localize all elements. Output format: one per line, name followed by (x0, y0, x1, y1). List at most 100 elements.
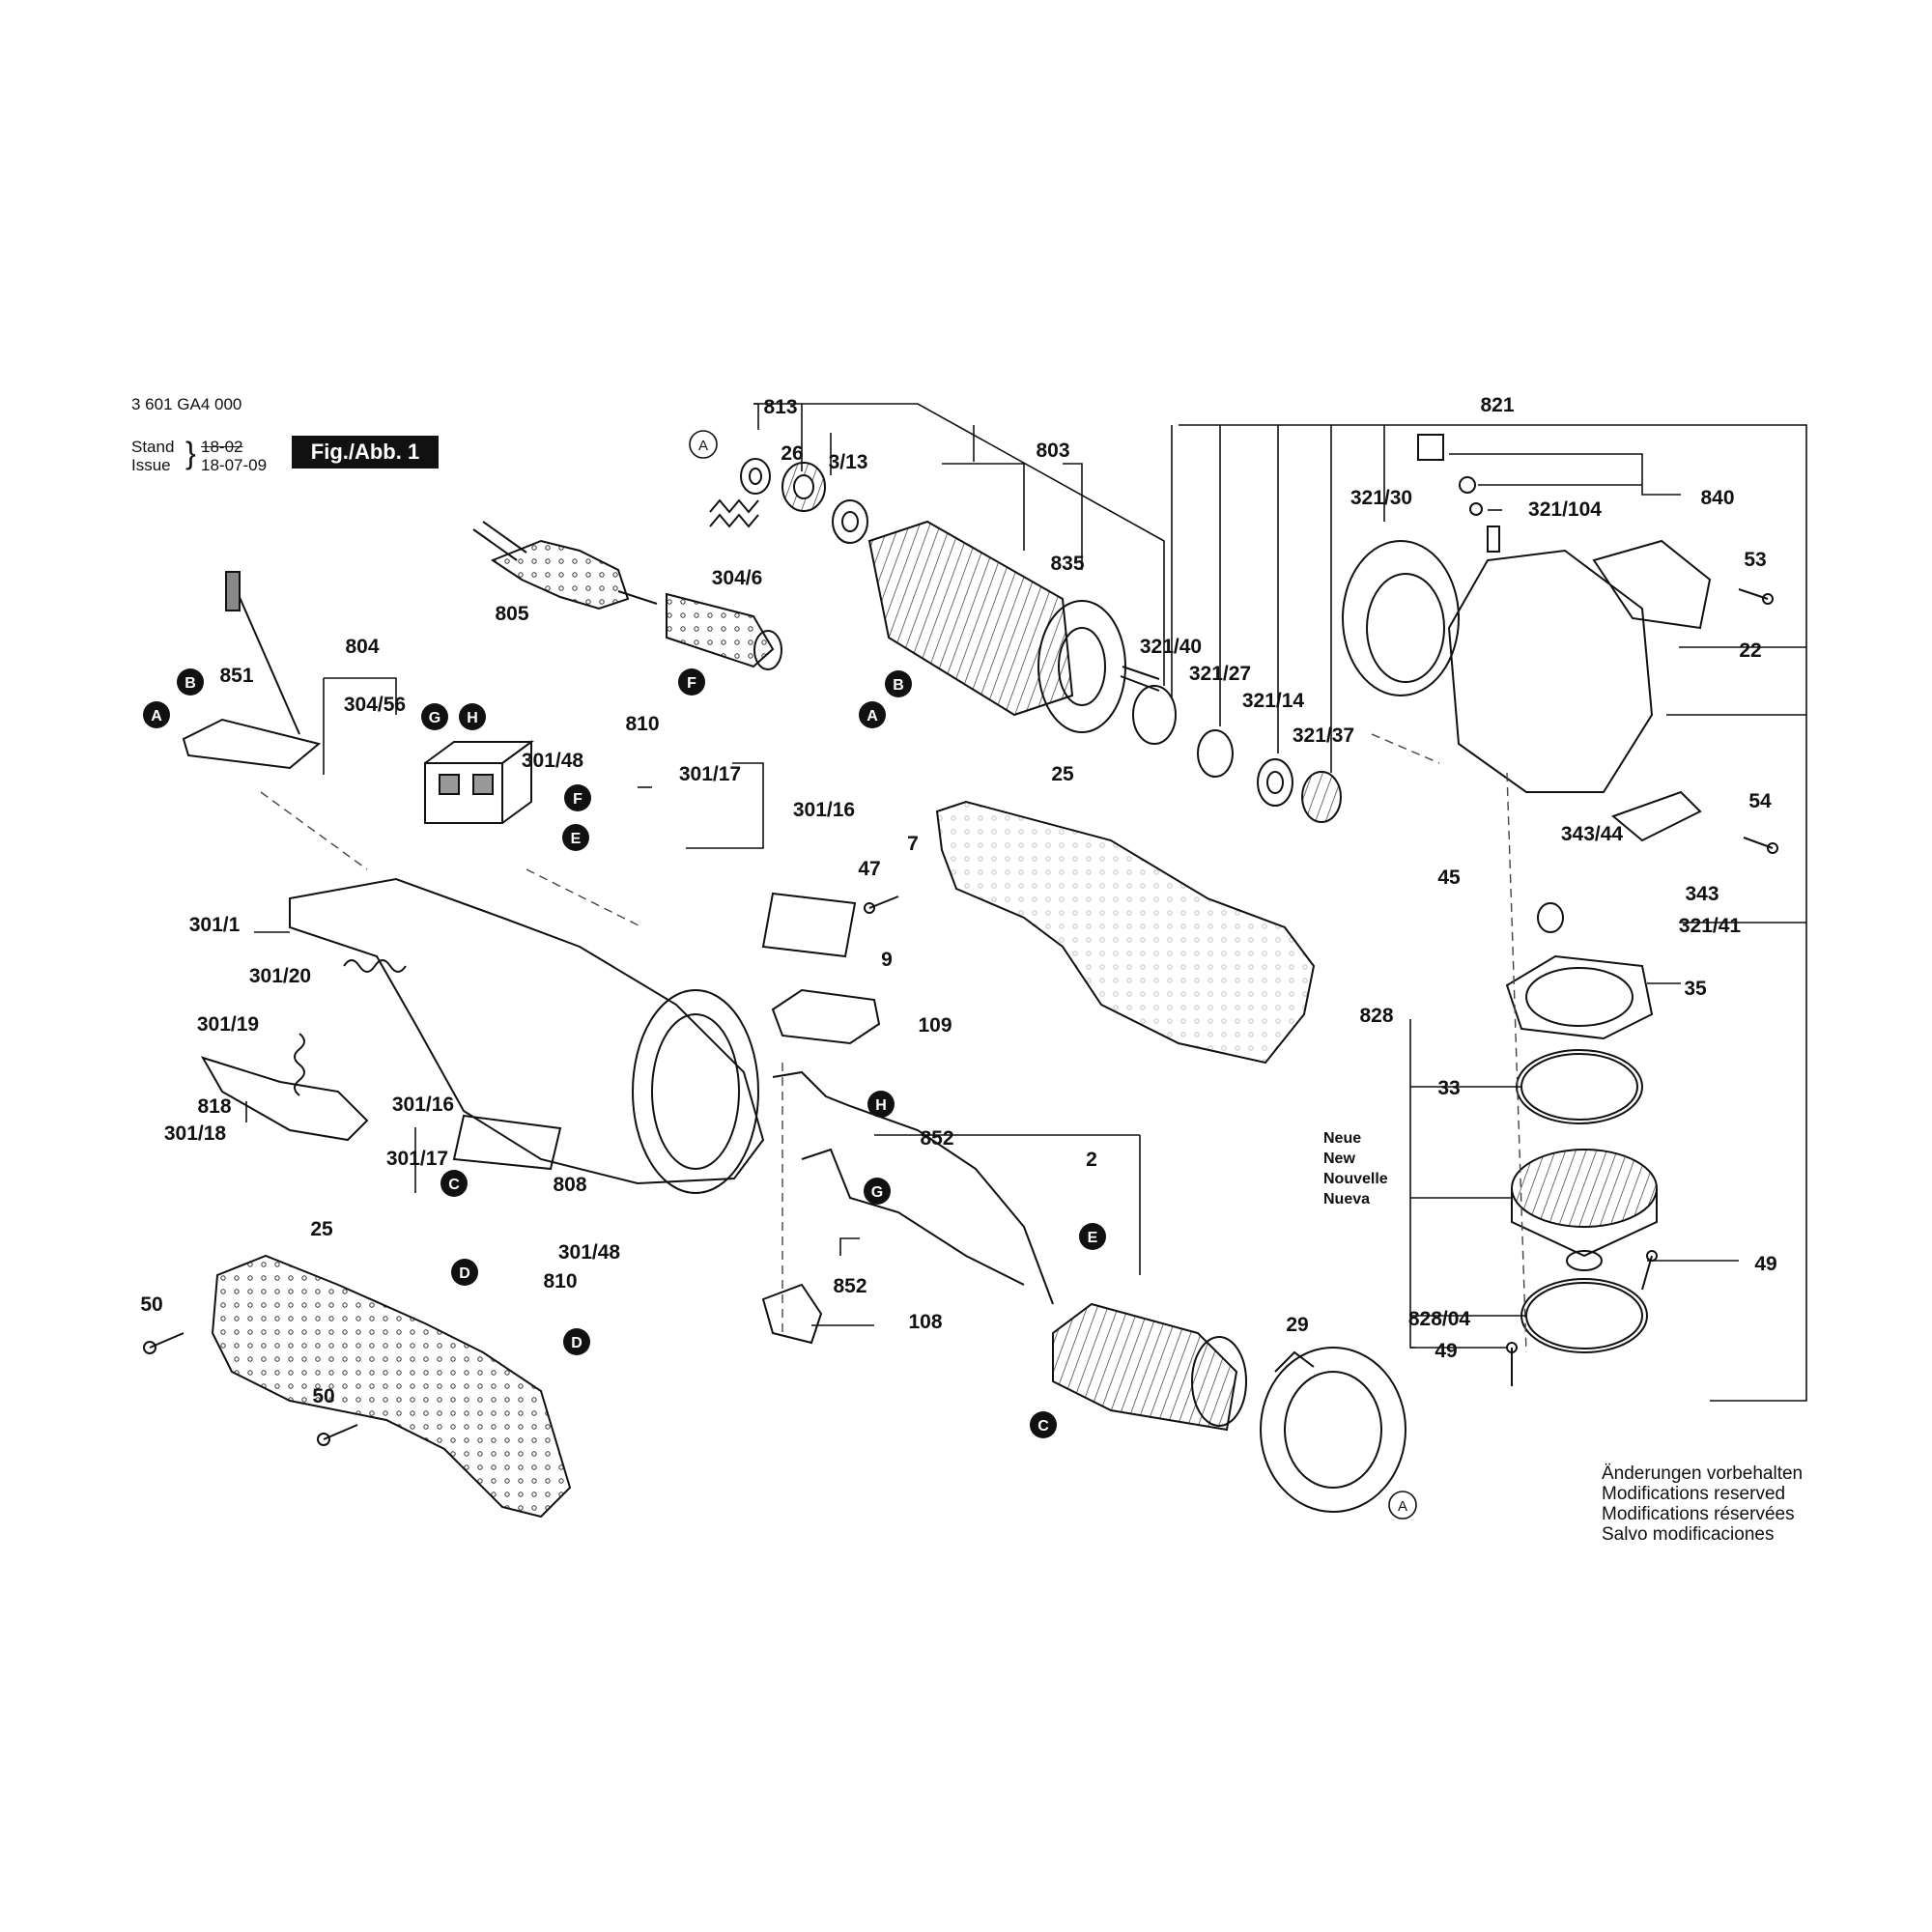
stand-label: Stand (131, 438, 175, 456)
o-ring-lower-part (1520, 1278, 1648, 1353)
connection-reference-markers: A B A B A G H F F E H C G (143, 430, 1417, 1520)
modifications-note: Änderungen vorbehalten Modifications res… (1602, 1463, 1803, 1545)
part-label: 321/41 (1679, 915, 1742, 937)
part-label: 109 (918, 1014, 952, 1037)
part-label: 321/104 (1528, 498, 1602, 521)
ref-letter: D (459, 1265, 470, 1282)
switch-lever-part (200, 1056, 369, 1142)
part-label: 29 (1286, 1314, 1308, 1336)
part-label: 301/18 (164, 1122, 227, 1145)
part-label: 301/17 (386, 1148, 448, 1170)
ref-letter: C (448, 1177, 460, 1193)
part-label: 852 (920, 1127, 953, 1150)
part-label: 47 (858, 858, 880, 880)
ref-letter: G (429, 710, 440, 726)
new-note-line: New (1323, 1151, 1355, 1167)
part-label: 301/17 (679, 763, 741, 785)
part-label: 852 (833, 1275, 867, 1297)
note-line: Modifications reserved (1602, 1484, 1786, 1504)
part-label: 851 (219, 665, 253, 687)
part-label: 35 (1684, 978, 1707, 1000)
part-label: 321/40 (1140, 636, 1202, 658)
part-label: 301/16 (793, 799, 855, 821)
part-label: 343/44 (1561, 823, 1624, 845)
stand-value: 18-02 (201, 438, 243, 456)
issue-value: 18-07-09 (201, 456, 268, 474)
gear-assembly-part (1511, 1149, 1658, 1271)
part-label: 301/1 (189, 914, 241, 936)
part-label: 803 (1036, 440, 1069, 462)
gear-housing-part (1447, 539, 1712, 793)
part-label: 840 (1700, 487, 1734, 509)
new-note-line: Nueva (1323, 1191, 1370, 1208)
part-label: 805 (495, 603, 528, 625)
ref-letter: F (573, 791, 582, 808)
part-label: 3/13 (829, 451, 868, 473)
part-label: 49 (1754, 1253, 1776, 1275)
switch-base-part (182, 571, 322, 770)
part-label: 301/48 (558, 1241, 621, 1264)
part-label: 7 (907, 833, 919, 855)
bearing-ring-parts (1132, 685, 1342, 823)
issue-label: Issue (131, 456, 171, 474)
part-label: 818 (197, 1095, 231, 1118)
part-label: 50 (312, 1385, 334, 1407)
part-label: 9 (881, 949, 893, 971)
brush-box-part (424, 740, 535, 824)
part-label: 49 (1435, 1340, 1457, 1362)
part-label: 54 (1748, 790, 1772, 812)
part-label: 25 (1051, 763, 1074, 785)
part-label: 828/04 (1408, 1308, 1471, 1330)
spindle-lock-button-parts (1417, 434, 1500, 553)
insulating-plate-part (452, 1114, 562, 1171)
part-label: 301/48 (522, 750, 584, 772)
cable-sleeve-part (666, 592, 782, 670)
ref-letter: D (571, 1335, 582, 1351)
part-label: 45 (1437, 867, 1461, 889)
model-number: 3 601 GA4 000 (131, 395, 242, 413)
power-plug-part (472, 521, 658, 611)
part-label: 810 (625, 713, 659, 735)
part-label: 804 (345, 636, 379, 658)
part-label: 304/56 (344, 694, 406, 716)
assembly-dash-lines (260, 733, 1527, 1353)
part-label: 321/30 (1350, 487, 1412, 509)
ref-letter: E (571, 831, 582, 847)
note-line: Salvo modificaciones (1602, 1524, 1775, 1545)
part-label: 22 (1739, 639, 1761, 662)
part-label: 808 (553, 1174, 586, 1196)
motor-housing-part (289, 877, 765, 1194)
part-label: 301/19 (197, 1013, 259, 1036)
note-line: Modifications réservées (1602, 1504, 1795, 1524)
part-label: 813 (763, 396, 797, 418)
part-label: 321/27 (1189, 663, 1251, 685)
new-note-line: Neue (1323, 1130, 1361, 1147)
label-plate-part (761, 892, 857, 958)
part-label: 304/6 (712, 567, 763, 589)
ref-letter: F (687, 675, 696, 692)
ref-letter: G (871, 1184, 883, 1201)
part-label: 2 (1086, 1149, 1097, 1171)
part-label: 25 (310, 1218, 333, 1240)
bearing-set-part (740, 458, 868, 544)
part-label: 301/16 (392, 1094, 454, 1116)
brace-glyph: } (185, 436, 196, 470)
field-coil-stator-part (1052, 1302, 1247, 1432)
small-spring-part (709, 498, 759, 528)
part-label: 321/14 (1242, 690, 1305, 712)
ref-letter: E (1088, 1230, 1098, 1246)
bearing-plate-part (1505, 954, 1654, 1040)
ref-letter: A (867, 708, 878, 724)
handle-shell-upper-part (935, 800, 1316, 1065)
ref-letter: A (1398, 1498, 1407, 1515)
part-label: 810 (543, 1270, 577, 1293)
switch-module-part (761, 1283, 823, 1345)
part-label: 108 (908, 1311, 942, 1333)
part-label: 343 (1685, 883, 1719, 905)
ref-letter: B (893, 677, 904, 694)
spindle-lock-parts (1537, 790, 1702, 933)
part-label: 321/37 (1293, 724, 1354, 747)
part-label: 301/20 (249, 965, 311, 987)
